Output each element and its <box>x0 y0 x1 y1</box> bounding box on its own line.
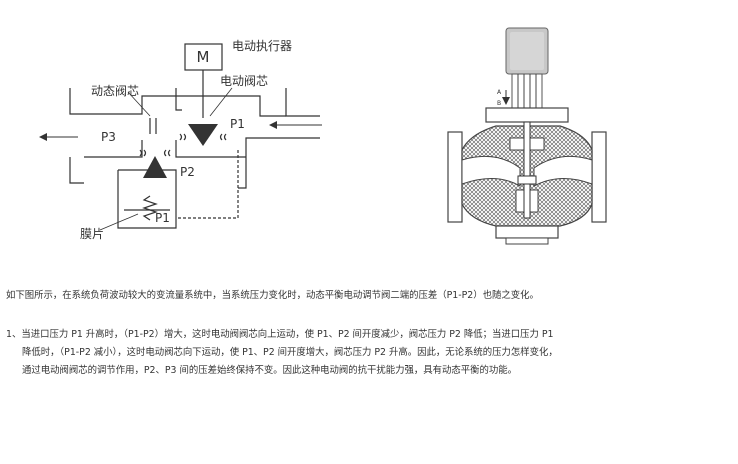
diagram-area: M 电动执行器 动态阀芯 电动阀芯 P1 P2 P3 P1 膜片 A B <box>39 27 607 245</box>
point1-line1: 1、当进口压力 P1 升高时，（P1-P2）增大，这时电动阀阀芯向上运动，使 P… <box>6 329 554 340</box>
electric-spool <box>188 124 218 146</box>
valve-schematic <box>69 43 320 229</box>
pipe-bottom-wall <box>69 140 143 184</box>
spool-disc <box>517 175 537 185</box>
left-flange <box>447 131 463 223</box>
mark-a: A <box>497 89 502 96</box>
bonnet <box>485 107 569 123</box>
dynamic-spool-leader <box>127 91 151 117</box>
point1-line2: 降低时，（P1-P2 减小），这时电动阀芯向下运动，使 P1、P2 间开度增大，… <box>22 347 558 358</box>
spring <box>142 195 158 221</box>
dynamic-spool-label: 动态阀芯 <box>91 84 139 98</box>
p2-label: P2 <box>180 165 195 179</box>
intro-paragraph: 如下图所示，在系统负荷波动较大的变流量系统中，当系统压力变化时，动态平衡电动调节… <box>6 290 539 301</box>
spindle <box>523 121 531 219</box>
valve-product-drawing: A B <box>447 27 607 245</box>
mark-b: B <box>497 100 501 107</box>
p1-label: P1 <box>230 117 245 131</box>
electric-spool-label: 电动阀芯 <box>220 74 268 88</box>
pressure-impulse-line <box>176 150 239 219</box>
pipe-inner-top <box>176 95 286 117</box>
actuator-label: 电动执行器 <box>232 39 292 53</box>
right-flange <box>591 131 607 223</box>
left-passage <box>461 155 521 187</box>
point1-paragraph: 1、当进口压力 P1 升高时，（P1-P2）增大，这时电动阀阀芯向上运动，使 P… <box>6 326 732 380</box>
point1-line3: 通过电动阀阀芯的调节作用，P2、P3 间的压差始终保持不变。因此这种电动阀的抗干… <box>22 365 517 376</box>
linkage-frame <box>511 73 543 109</box>
diaphragm-leader <box>99 213 139 231</box>
p1-chamber-label: P1 <box>155 211 170 225</box>
linkage-rods <box>517 74 537 108</box>
bottom-cap <box>495 225 559 239</box>
motor-letter: M <box>197 48 210 66</box>
dynamic-seat-marks <box>139 149 171 157</box>
p3-label: P3 <box>101 130 116 144</box>
right-passage <box>533 155 593 187</box>
actuator-shade <box>510 32 544 70</box>
bottom-plug <box>505 237 549 245</box>
electric-seat-marks <box>179 133 227 141</box>
dynamic-spool <box>143 156 167 178</box>
diaphragm-label: 膜片 <box>80 227 104 241</box>
dynamic-spool-stem <box>149 118 157 134</box>
valve-body <box>175 137 320 189</box>
electric-spool-leader <box>209 87 233 117</box>
